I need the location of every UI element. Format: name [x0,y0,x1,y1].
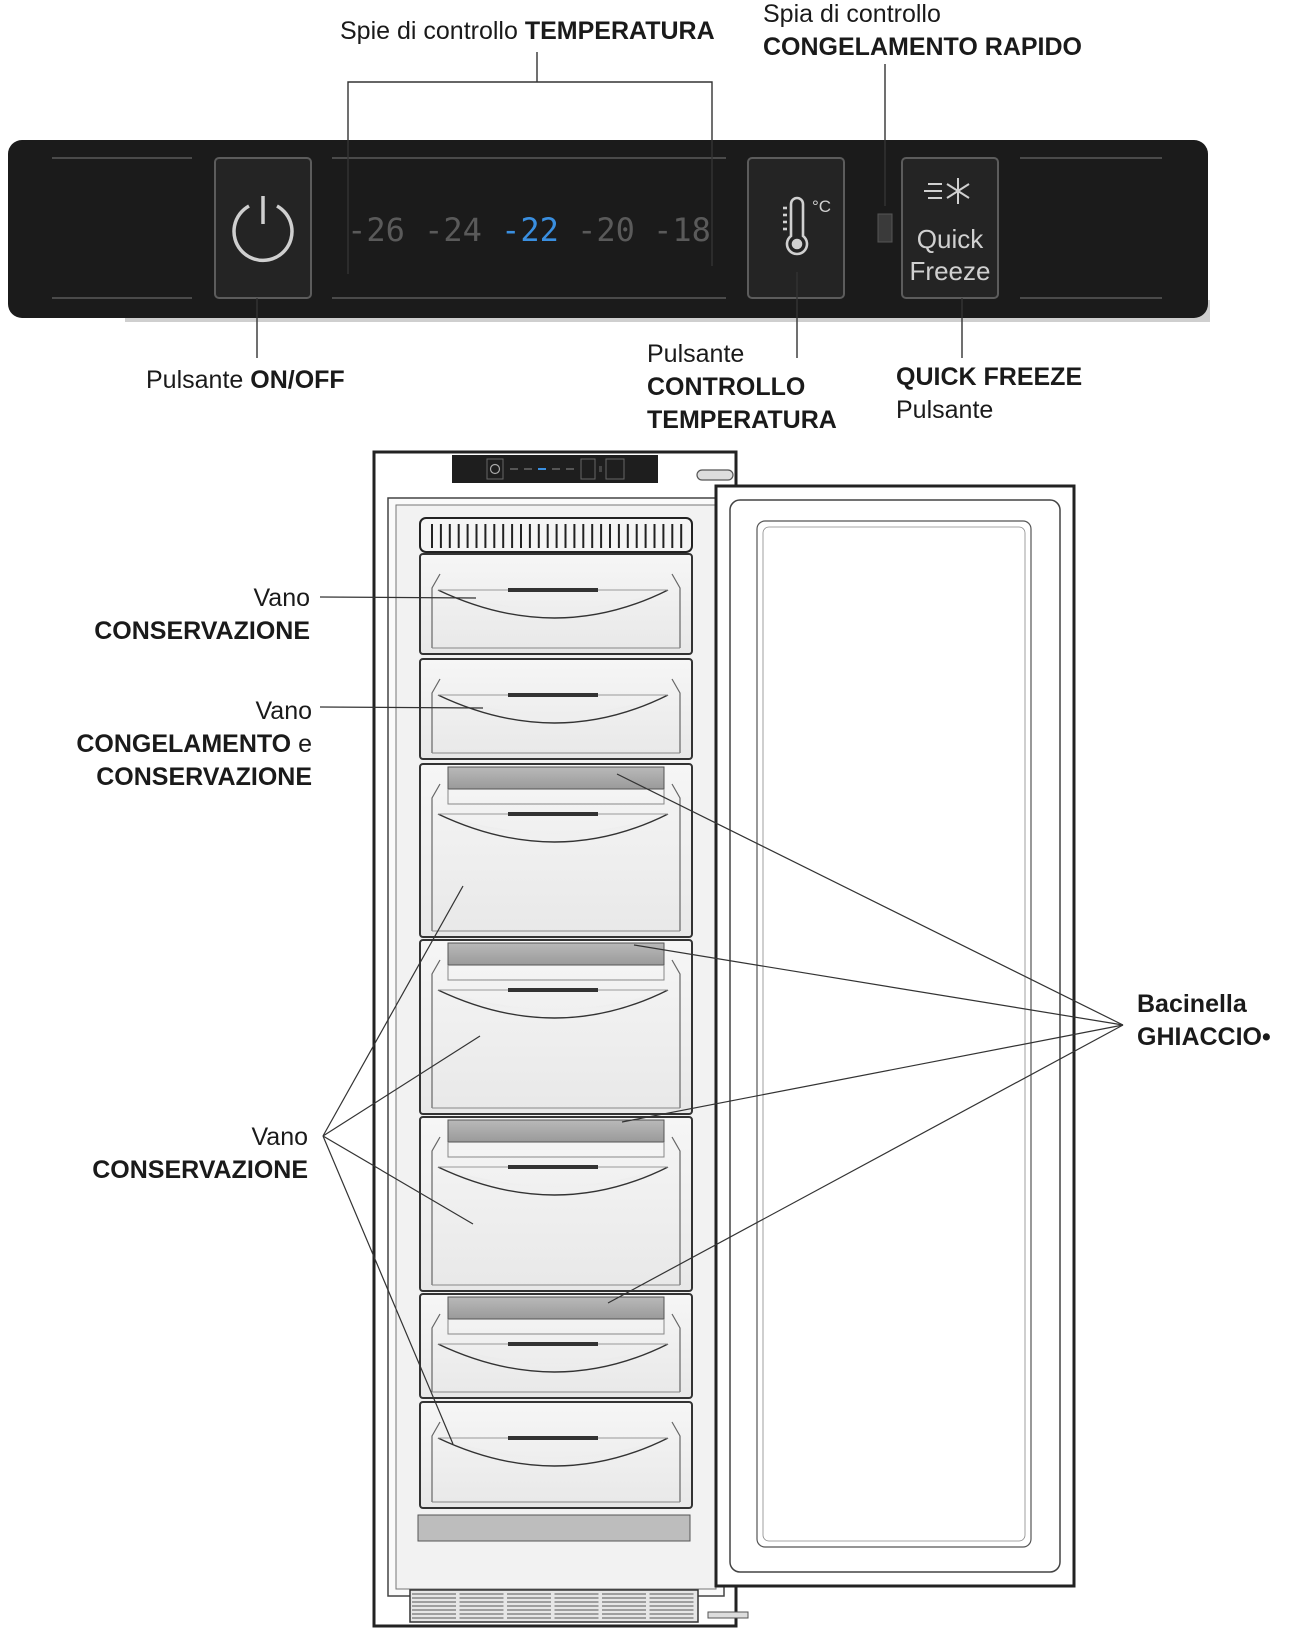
label-temperature-button-line3: TEMPERATURA [647,406,837,434]
ice-tray [447,942,665,966]
control-panel: -26 -24 -22 -20 -18 °C [8,140,1210,322]
panel-leader-lines [256,52,963,358]
snowflake-icon [924,178,970,204]
label-temperature-lights-prefix: Spie di controllo [340,17,525,45]
label-storage-top-line1: Vano [253,584,310,612]
temp-light-3: -20 [577,211,635,249]
label-freezing-storage-line2a: CONGELAMENTO [76,730,292,758]
temp-light-4: -18 [653,211,711,249]
label-quick-freeze-button-line2: Pulsante [896,396,994,424]
top-grill-ribs [431,524,683,548]
ice-tray [447,766,665,790]
drawer-handle[interactable] [437,589,669,619]
drawer-handle[interactable] [437,1437,669,1467]
drawer-2 [419,658,693,760]
quick-freeze-button[interactable]: Quick Freeze [901,157,999,299]
label-temperature-button: Pulsante CONTROLLO TEMPERATURA [647,338,837,437]
drawer-handle[interactable] [437,1166,669,1196]
label-quick-freeze-button-line1: QUICK FREEZE [896,363,1083,391]
temp-unit-label: °C [812,197,831,216]
label-freezing-storage: Vano CONGELAMENTO e CONSERVAZIONE [76,695,312,794]
ice-tray [447,1296,665,1320]
drawer-handle[interactable] [437,1343,669,1373]
drawer-5 [419,1116,693,1292]
label-quick-freeze-button: QUICK FREEZE Pulsante [896,361,1082,427]
label-quick-freeze-light-line1: Spia di controllo [763,0,941,28]
drawer-handle[interactable] [437,989,669,1019]
label-storage-lower-line2: CONSERVAZIONE [92,1156,308,1184]
drawer-7 [419,1401,693,1509]
label-temperature-button-line2: CONTROLLO [647,373,806,401]
bottom-base [417,1514,691,1542]
label-temperature-lights-bold: TEMPERATURA [524,17,715,45]
power-icon [232,204,294,263]
label-freezing-storage-line1: Vano [255,697,312,725]
label-onoff-button-prefix: Pulsante [146,366,251,394]
label-temperature-button-line1: Pulsante [647,340,745,368]
label-quick-freeze-light: Spia di controllo CONGELAMENTO RAPIDO [763,0,1082,64]
label-ice-tray: Bacinella GHIACCIO• [1137,988,1271,1054]
temp-light-1: -24 [424,211,482,249]
quick-freeze-line2: Freeze [910,256,991,286]
label-freezing-storage-line2b: e [291,730,312,758]
label-storage-lower-line1: Vano [251,1123,308,1151]
drawer-stack [419,553,693,1509]
door-hinge-top [696,469,734,481]
quick-freeze-line1: Quick [917,224,984,254]
label-storage-top: Vano CONSERVAZIONE [94,582,310,648]
label-quick-freeze-light-line2: CONGELAMENTO RAPIDO [763,33,1082,61]
label-onoff-button: Pulsante ON/OFF [146,364,345,397]
temp-light-2: -22 [501,211,559,249]
bottom-vent-grill [409,1589,699,1623]
onoff-button[interactable] [214,157,312,299]
drawer-handle[interactable] [437,813,669,843]
label-temperature-lights: Spie di controllo TEMPERATURA [340,15,715,48]
drawer-3 [419,763,693,938]
drawer-handle[interactable] [437,694,669,724]
drawer-4 [419,939,693,1115]
temperature-display: -26 -24 -22 -20 -18 [347,211,711,249]
label-freezing-storage-line3: CONSERVAZIONE [96,763,312,791]
ice-tray [447,1119,665,1143]
panel-decor-lines [52,157,1162,299]
label-storage-top-line2: CONSERVAZIONE [94,617,310,645]
door-hinge-bottom [707,1611,749,1619]
drawer-6 [419,1293,693,1399]
freezer-cabinet [372,450,749,1628]
quick-freeze-indicator-light [877,213,893,243]
label-ice-tray-line2: GHIACCIO• [1137,1023,1271,1051]
label-ice-tray-line1: Bacinella [1137,990,1247,1018]
drawer-1 [419,553,693,655]
freezer-door [714,484,1076,1588]
label-onoff-button-bold: ON/OFF [250,366,345,394]
drawer-leader-lines [319,596,1124,1445]
temperature-control-button[interactable]: °C [747,157,845,299]
thermometer-icon [783,196,809,256]
label-storage-lower: Vano CONSERVAZIONE [92,1121,308,1187]
temp-light-0: -26 [347,211,405,249]
mini-control-panel [452,455,658,483]
